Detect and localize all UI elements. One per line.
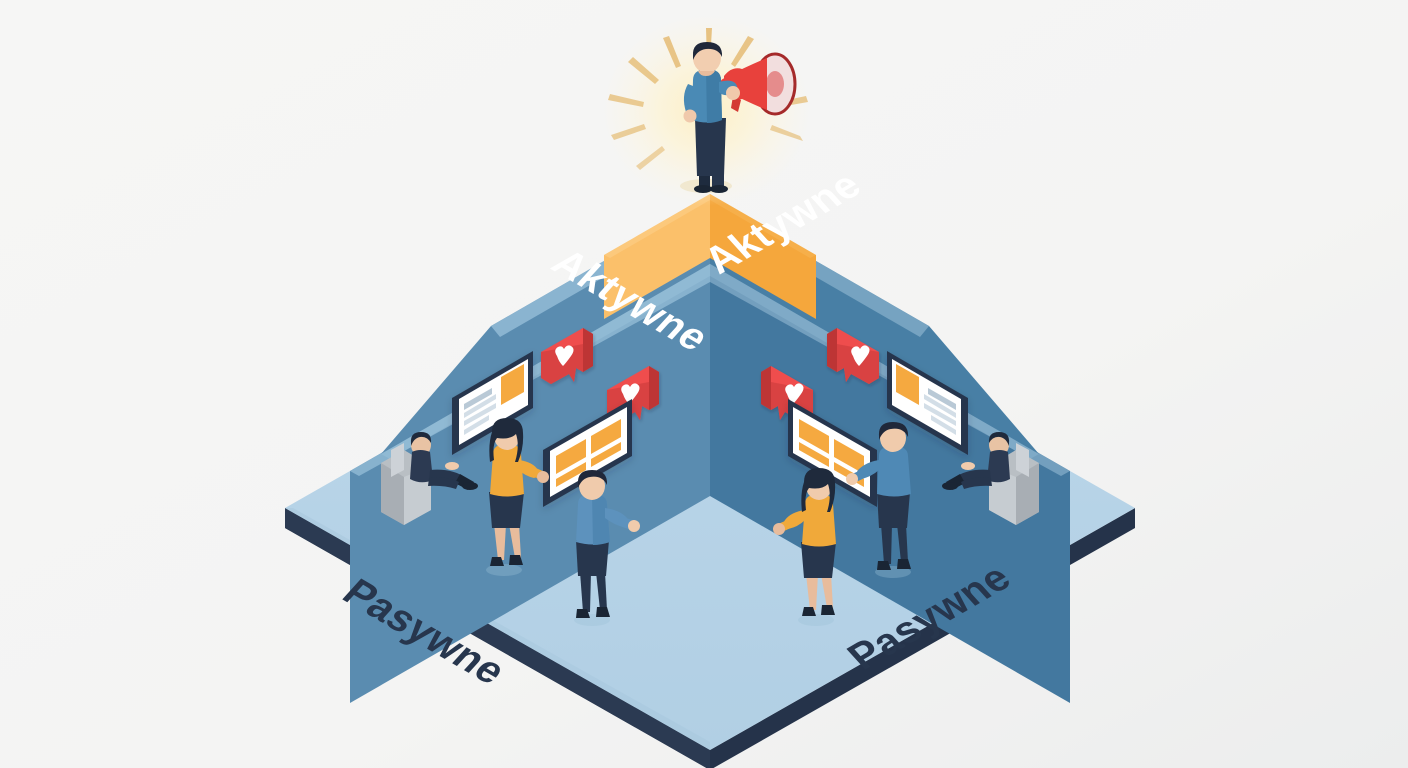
apex-tier [604,194,816,319]
people-left [381,418,640,626]
content-screens-left [452,351,632,507]
woman-orange-left [486,418,549,576]
seated-man-left [381,432,478,525]
man-blue-right [846,422,911,578]
apex-figure-group [602,14,810,206]
people-right [773,422,1039,626]
radiating-rays [608,28,808,170]
person-with-megaphone [680,42,740,193]
seated-man-right [942,432,1039,525]
woman-orange-right [773,468,836,626]
man-blue-left [574,470,640,626]
